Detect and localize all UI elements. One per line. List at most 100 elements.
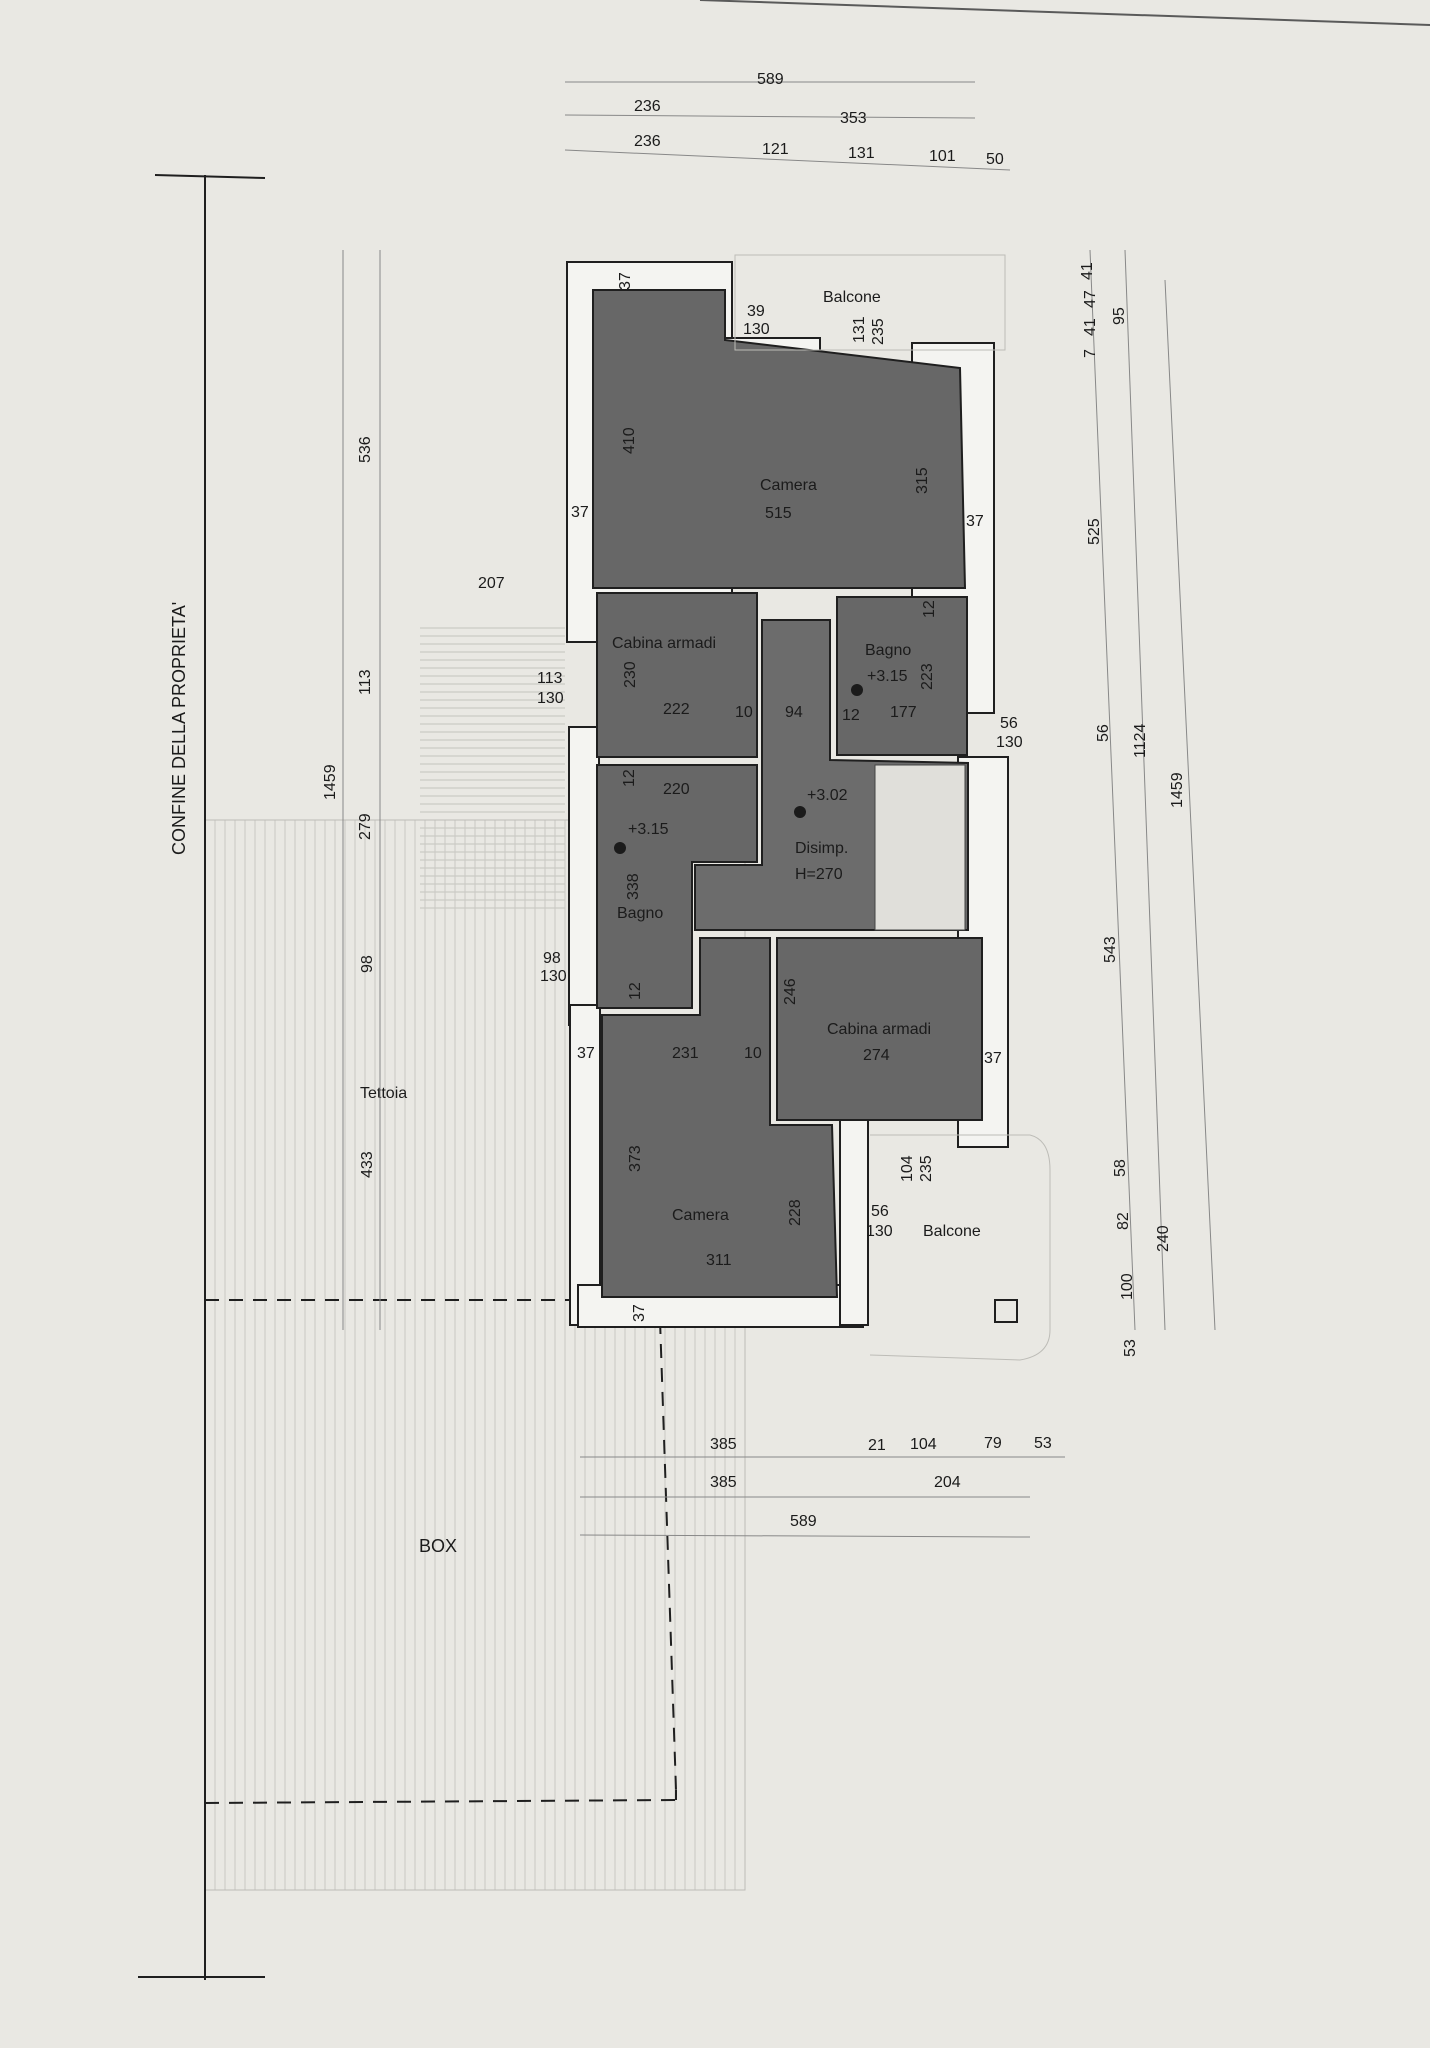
dim-bottom-589: 589 [790,1513,817,1530]
room-cabina-top[interactable] [596,592,758,758]
bottom-dimension-lines [579,1456,1065,1538]
dim-camera-bottom-10: 10 [744,1045,762,1062]
room-area-bagno-left: 220 [663,781,690,798]
room-camera-top[interactable] [592,289,967,589]
dim-top-seg-2: 131 [848,145,875,162]
dim-right-41b: 41 [1079,262,1096,280]
dim-camera-top-410: 410 [621,427,638,454]
dim-top-seg-1: 121 [762,141,789,158]
dim-left-1459: 1459 [322,764,339,800]
canopy-label: Tettoia [360,1085,407,1102]
dim-right-41a: 41 [1082,318,1099,336]
garage-hatch [205,1300,745,1890]
dim-top-total: 589 [757,71,784,88]
room-label-camera-bottom: Camera [672,1207,729,1224]
balcony-bottom-outline [869,1134,1051,1361]
dim-open-130d: 130 [866,1223,893,1240]
garage-label: BOX [419,1536,457,1556]
dim-open-130c: 130 [996,734,1023,751]
dim-bagno-top-223: 223 [919,663,936,690]
dim-right-95: 95 [1111,307,1128,325]
level-marker-icon [614,684,863,854]
dim-bottom-21: 21 [868,1437,886,1454]
left-dimension-lines [342,250,381,1330]
property-boundary-label: CONFINE DELLA PROPRIETA' [169,602,189,855]
dim-open-104: 104 [899,1155,916,1182]
dim-camera-bottom-231: 231 [672,1045,699,1062]
dim-cabina-bottom-246: 246 [782,978,799,1005]
dim-bagno-left-12b: 12 [627,982,644,1000]
room-level-bagno-top: +3.15 [867,668,908,685]
property-boundary [138,174,266,1980]
dim-window-131: 131 [851,316,868,343]
balcony-top-label: Balcone [823,289,881,306]
balcony-post [994,1299,1018,1323]
dim-bagno-top-12: 12 [921,600,938,618]
dim-bottom-79: 79 [984,1435,1002,1452]
dim-right-240: 240 [1155,1225,1172,1252]
room-area-bagno-top: 177 [890,704,917,721]
dim-cabina-top-10: 10 [735,704,753,721]
room-label-camera-top: Camera [760,477,817,494]
dim-open-98: 98 [543,950,561,967]
room-label-cabina-top: Cabina armadi [612,635,716,652]
right-dimension-lines [1089,249,1216,1331]
dim-right-1124: 1124 [1132,723,1149,758]
dim-right-100: 100 [1119,1273,1136,1300]
dim-window-235: 235 [870,318,887,345]
sheet-top-edge [699,0,1430,26]
dim-bottom-104: 104 [910,1436,937,1453]
dim-camera-bottom-373: 373 [627,1145,644,1172]
dim-wall-left-top: 37 [571,504,589,521]
room-bagno-top[interactable] [836,596,968,756]
dim-bottom-204: 204 [934,1474,961,1491]
dim-right-525: 525 [1086,518,1103,545]
room-label-bagno-top: Bagno [865,642,911,659]
dim-bagno-left-338: 338 [625,873,642,900]
dim-right-1459: 1459 [1169,772,1186,808]
dim-right-58: 58 [1112,1159,1129,1177]
garage-outline [204,1299,677,1804]
dim-top-right: 353 [840,110,867,127]
dim-window-39: 39 [747,303,765,320]
dim-left-536: 536 [357,436,374,463]
dim-open-56b: 56 [871,1203,889,1220]
room-camera-bottom[interactable] [601,937,839,1298]
room-label-cabina-bottom: Cabina armadi [827,1021,931,1038]
room-label-disimp: Disimp. [795,840,848,857]
dim-top-seg-4: 50 [986,151,1004,168]
dim-bagno-top-12b: 12 [842,707,860,724]
room-level-disimp: +3.02 [807,787,848,804]
dim-right-47: 47 [1082,290,1099,308]
dim-right-53: 53 [1122,1339,1139,1357]
dim-left-207: 207 [478,575,505,592]
dim-right-82: 82 [1115,1212,1132,1230]
dim-wall-left-bottom: 37 [577,1045,595,1062]
room-bagno-left[interactable] [596,764,758,1009]
room-area-disimp: 94 [785,704,803,721]
room-area-cabina-top: 222 [663,701,690,718]
dim-left-433: 433 [359,1151,376,1178]
dim-open-113: 113 [537,670,563,687]
room-height-disimp: H=270 [795,866,843,883]
room-cabina-bottom[interactable] [776,937,983,1121]
dim-wall-right-top: 37 [966,513,984,530]
dim-left-113: 113 [357,669,374,695]
dim-right-56: 56 [1095,724,1112,742]
room-disimpegno[interactable] [694,619,969,931]
room-area-camera-top: 515 [765,505,792,522]
dim-camera-top-315: 315 [914,467,931,494]
dim-open-130b: 130 [540,968,567,985]
dim-bottom-53: 53 [1034,1435,1052,1452]
dim-open-235b: 235 [918,1155,935,1182]
dim-top-left-b: 236 [634,133,661,150]
dim-top-left-a: 236 [634,98,661,115]
dim-open-130a: 130 [537,690,564,707]
top-dimension-lines [564,81,1011,171]
room-level-bagno-left: +3.15 [628,821,669,838]
dim-bagno-left-12: 12 [621,769,638,787]
dim-wall-bottom: 37 [631,1304,648,1322]
dim-wall-top: 37 [617,272,634,290]
dim-open-56a: 56 [1000,715,1018,732]
